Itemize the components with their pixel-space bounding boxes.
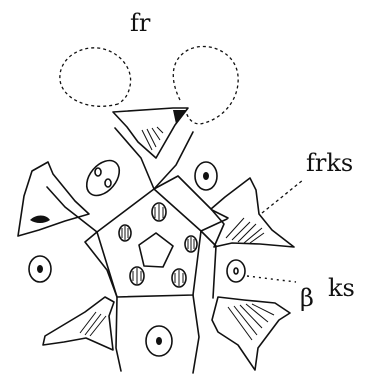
label-fr: fr [130, 9, 151, 37]
frks-leader [262, 180, 303, 213]
inner-pentagon [139, 233, 173, 267]
fr-outlines [60, 46, 238, 124]
beta-ks-leader [247, 276, 296, 282]
label-beta: β [300, 284, 314, 312]
surrounding-cells [47, 128, 228, 373]
frks-crystals [18, 108, 294, 370]
label-ks: ks [328, 274, 355, 302]
nucleus-ring [119, 203, 197, 287]
label-frks: frks [306, 149, 353, 177]
